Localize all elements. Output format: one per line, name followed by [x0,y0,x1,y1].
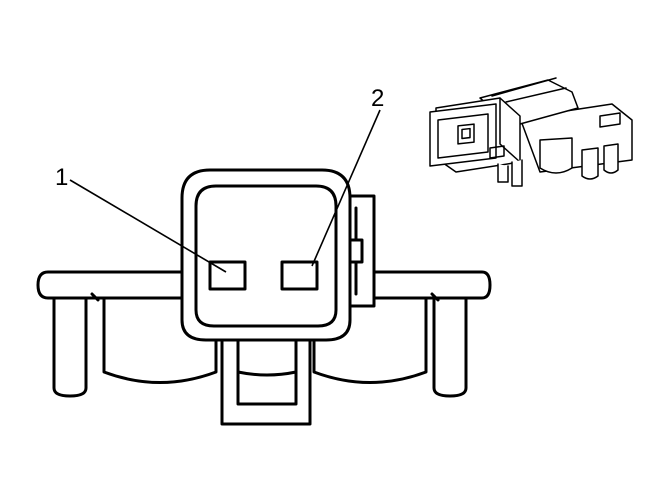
flange-notch-right [430,292,440,302]
right-mounting-leg [432,295,468,398]
connector-isometric-view [429,77,633,187]
terminal-2 [280,260,319,291]
callout-1-leader [69,179,227,273]
connector-front-view [36,168,492,426]
callout-1-label: 1 [55,164,68,191]
callout-2-label: 2 [371,85,384,112]
connector-housing-inner [194,184,338,328]
callout-2-leader [311,109,381,267]
flange-notch-left [90,292,100,302]
left-mounting-leg [52,295,88,398]
